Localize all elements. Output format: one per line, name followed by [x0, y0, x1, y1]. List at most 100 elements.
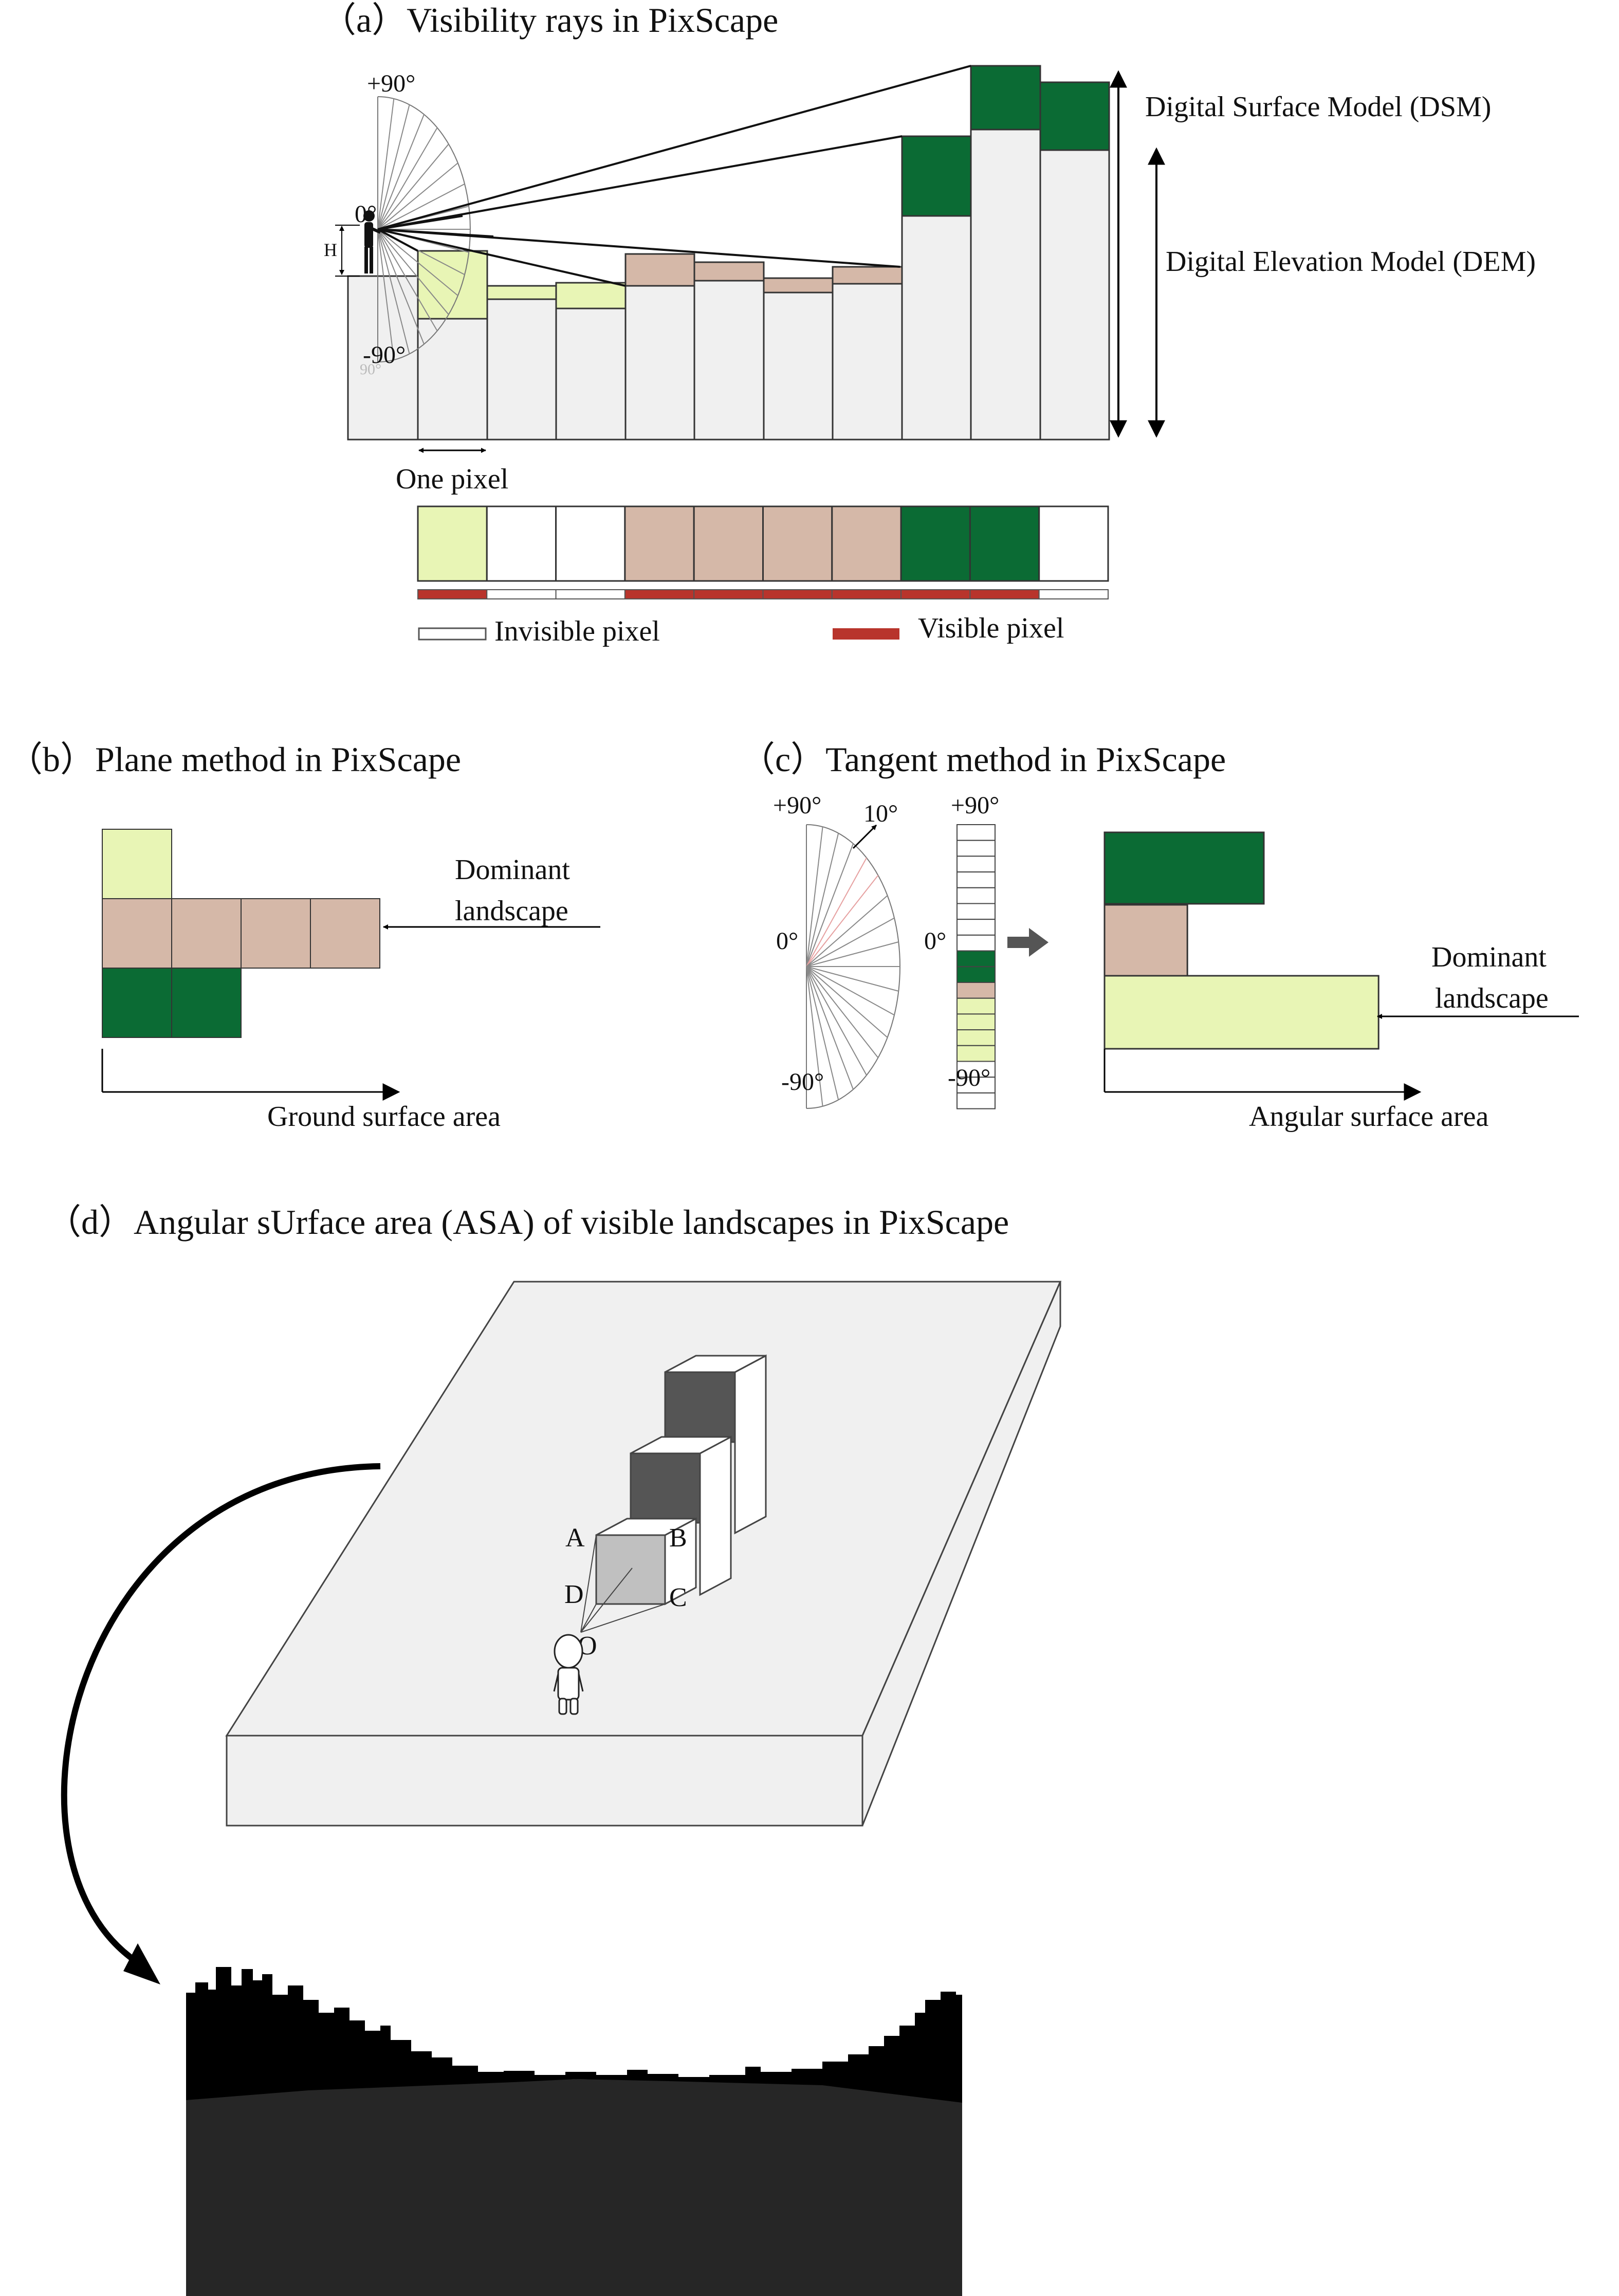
dominant-label-line1: Dominant	[1431, 941, 1547, 973]
panel-a-title: （a）Visibility rays in PixScape	[321, 1, 778, 40]
strip-pixel	[1038, 505, 1109, 582]
dem-column	[624, 285, 695, 441]
legend-visible-label: Visible pixel	[918, 612, 1064, 644]
classification-strip	[417, 505, 1109, 582]
dsm-cap	[901, 135, 972, 217]
panel-b-title: （b）Plane method in PixScape	[8, 740, 461, 779]
ground-axis-label: Ground surface area	[267, 1101, 501, 1133]
landscape-cell	[102, 829, 172, 899]
tangent-ray	[806, 966, 867, 1076]
angle-cell	[956, 966, 996, 983]
cube-front-top	[664, 1371, 736, 1443]
visible-pixel	[969, 589, 1040, 599]
angle-cell	[956, 1092, 996, 1109]
observer-icon	[363, 210, 381, 274]
point-b-label: B	[669, 1523, 687, 1553]
angular-bar	[1103, 904, 1188, 977]
one-pixel-label: One pixel	[396, 463, 508, 495]
tangent-ray	[806, 966, 895, 1016]
invisible-pixel	[486, 589, 557, 599]
tangent-ray	[806, 895, 888, 967]
panel-d-title: （d）Angular sUrface area (ASA) of visible…	[46, 1202, 1009, 1242]
angle-cell	[956, 824, 996, 841]
tangent-ray	[806, 827, 823, 967]
sight-line	[377, 228, 494, 238]
cube-front-middle	[630, 1452, 701, 1524]
curved-arrow-head	[123, 1943, 160, 1984]
tangent-minus90-label: -90°	[781, 1068, 824, 1096]
panorama-view	[186, 1964, 962, 2296]
dominant-label-line2: landscape	[455, 895, 568, 927]
tangent-ray	[806, 966, 823, 1106]
tangent-ray	[806, 843, 854, 967]
visible-pixel	[900, 589, 971, 599]
fan-ray	[377, 229, 410, 354]
slab-side	[861, 1281, 1061, 1826]
angle-cell	[956, 950, 996, 968]
fan-ray	[377, 98, 395, 230]
tangent-ray	[806, 966, 839, 1100]
dem-column	[901, 215, 972, 441]
angular-strip	[956, 824, 996, 1109]
angle-cell	[956, 1045, 996, 1062]
angle-cell	[956, 903, 996, 920]
sight-line	[377, 215, 463, 230]
fan-ray	[377, 229, 449, 315]
dsm-cap	[693, 261, 765, 282]
dominant-label-line1: Dominant	[455, 854, 570, 886]
h-label: H	[324, 240, 337, 260]
visible-pixel	[417, 589, 488, 599]
tangent-ray	[806, 858, 867, 967]
strip-pixel	[624, 505, 695, 582]
tangent-ray	[806, 966, 879, 1059]
strip-pixel	[969, 505, 1040, 582]
fan-ray	[377, 183, 465, 230]
elevation-columns	[347, 65, 1110, 441]
fan-ray	[377, 104, 410, 230]
landscape-grid	[102, 829, 380, 1038]
panel-c: （c）Tangent method in PixScape +90° 10° 0…	[740, 740, 1579, 1133]
angular-axis-label: Angular surface area	[1249, 1101, 1489, 1133]
dsm-label: Digital Surface Model (DSM)	[1145, 91, 1491, 123]
dem-label: Digital Elevation Model (DEM)	[1166, 246, 1536, 278]
dsm-cap	[624, 253, 695, 287]
dsm-cap	[555, 282, 627, 309]
fan-ray	[377, 143, 449, 230]
legend-invisible-label: Invisible pixel	[494, 615, 660, 647]
dem-column	[970, 129, 1041, 441]
legend-invisible-swatch	[418, 627, 487, 641]
angle-cell	[956, 1013, 996, 1031]
panel-a: （a）Visibility rays in PixScape	[321, 1, 1536, 647]
tangent-fan-rays	[806, 827, 900, 1106]
height-dimension: H	[324, 225, 360, 277]
tangent-ray	[806, 833, 839, 967]
tangent-ray	[806, 966, 854, 1090]
sight-line	[377, 228, 418, 252]
point-c-label: C	[669, 1583, 687, 1612]
angle-cell	[956, 997, 996, 1015]
angle-cell	[956, 871, 996, 888]
panel-b: （b）Plane method in PixScape Dominant lan…	[8, 740, 600, 1133]
tangent-ray	[806, 966, 888, 1038]
visible-pixel	[624, 589, 695, 599]
curved-arrow	[61, 1463, 381, 1960]
strip-pixel	[555, 505, 626, 582]
dem-column	[693, 280, 765, 441]
dem-column	[486, 298, 557, 441]
strip-minus90-label: -90°	[948, 1064, 990, 1091]
strip-pixel	[417, 505, 488, 582]
invisible-pixel	[555, 589, 625, 599]
slab-front	[226, 1735, 863, 1827]
landscape-cell	[310, 898, 380, 969]
fan-ray	[377, 162, 458, 230]
strip-plus90-label: +90°	[951, 792, 999, 819]
dem-column	[347, 275, 419, 441]
angle-cell	[956, 887, 996, 904]
skyline-left	[186, 1967, 576, 2100]
dsm-cap	[417, 250, 488, 320]
landscape-cell	[241, 898, 311, 969]
ten-degree-arrow	[852, 824, 877, 849]
angle-cell	[956, 919, 996, 936]
tangent-ray	[806, 966, 899, 992]
